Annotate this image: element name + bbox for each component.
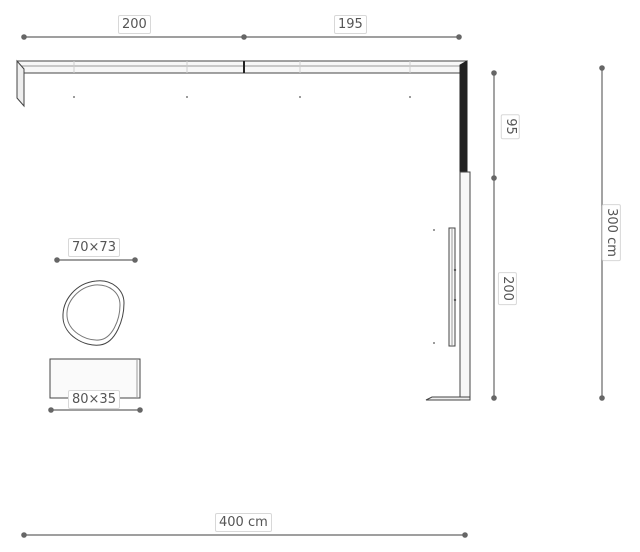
top-wall-unit xyxy=(16,59,468,108)
dimension-label-overall-height: 300 cm xyxy=(601,204,621,261)
dimension-label-top-right: 195 xyxy=(334,15,367,34)
dimension-right-lower xyxy=(491,178,497,401)
dimension-label-right-lower: 200 xyxy=(497,272,517,305)
dimension-label-pouf: 70×73 xyxy=(68,238,120,257)
pouf xyxy=(62,280,125,346)
dimension-label-top-left: 200 xyxy=(118,15,151,34)
dimension-right-upper xyxy=(491,70,497,181)
dimension-top-left xyxy=(21,34,247,40)
dimension-pouf xyxy=(54,257,138,263)
dimension-bench xyxy=(48,407,143,413)
dimension-overall-width xyxy=(21,532,468,538)
dimension-top-right xyxy=(244,34,462,40)
dimension-label-right-upper: 95 xyxy=(500,114,520,139)
right-wall-unit xyxy=(425,171,471,401)
dimension-label-overall-width: 400 cm xyxy=(215,513,272,532)
right-corner-panel xyxy=(459,60,468,180)
dimension-label-bench: 80×35 xyxy=(68,390,120,409)
